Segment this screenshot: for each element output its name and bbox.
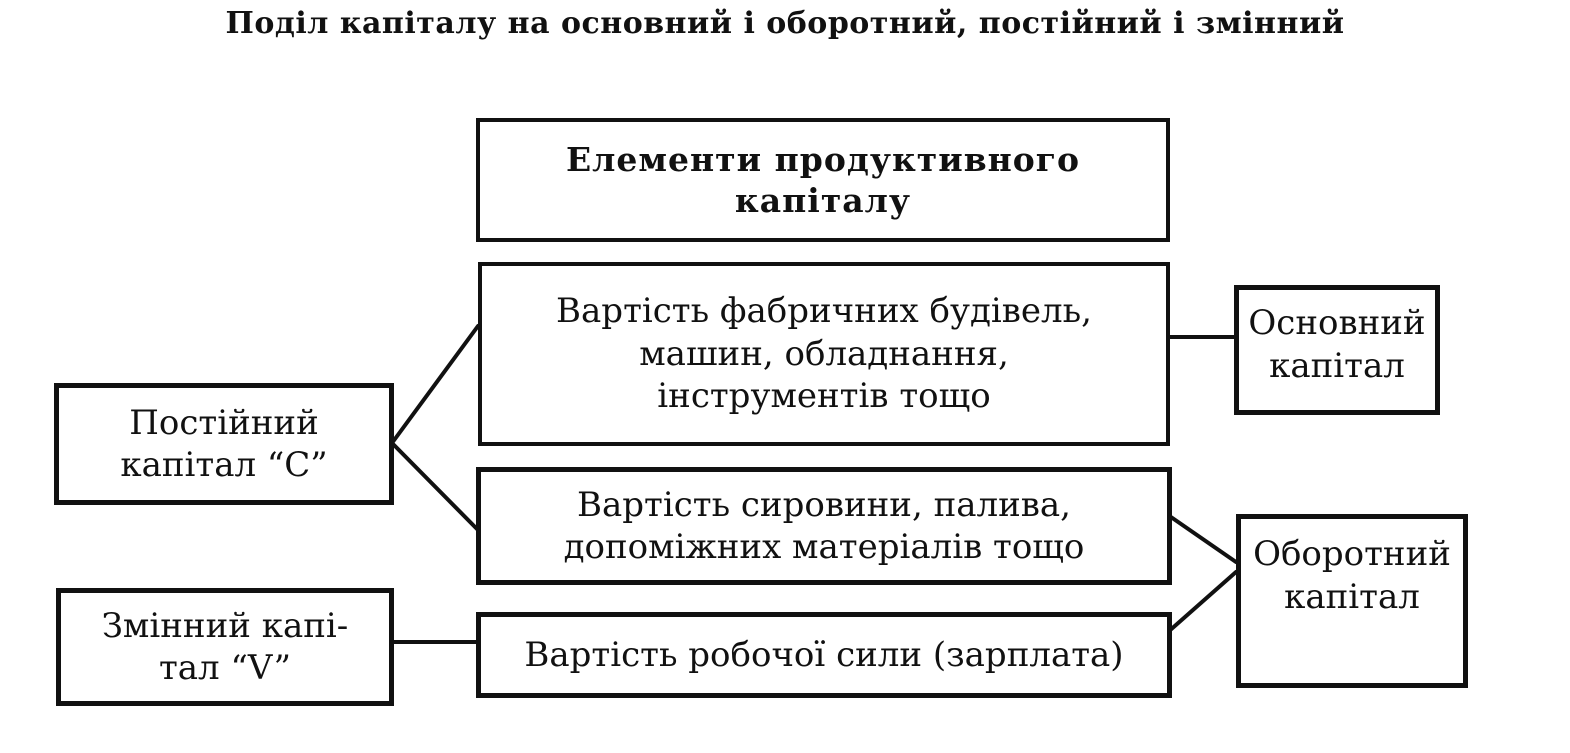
materials-cost-line-2: допоміжних матеріалів тощо	[563, 527, 1085, 567]
diagram-title: Поділ капіталу на основний і оборотний, …	[225, 6, 1345, 41]
connector-labor-to-circulating	[1166, 570, 1238, 634]
variable-capital-line-2: тал “V”	[158, 648, 292, 688]
fixed-capital-line-2: капітал	[1269, 345, 1405, 386]
variable-capital-line-1: Змінний капі-	[101, 605, 349, 646]
connector-materials-to-circulating	[1166, 513, 1238, 564]
constant-capital-box: Постійний капітал “C”	[54, 383, 394, 505]
fixed-capital-line-1: Основний	[1248, 303, 1426, 343]
fixed-assets-cost-line-3: інструментів тощо	[657, 376, 991, 417]
fixed-assets-cost-line-1: Вартість фабричних будівель,	[556, 291, 1092, 332]
fixed-capital-box: Основний капітал	[1234, 285, 1440, 415]
connector-constant-to-fixed-assets	[390, 324, 480, 445]
fixed-assets-cost-box: Вартість фабричних будівель, машин, обла…	[478, 262, 1170, 446]
circulating-capital-box: Оборотний капітал	[1236, 514, 1468, 688]
materials-cost-box: Вартість сировини, палива, допоміжних ма…	[476, 467, 1172, 585]
header-line-1: Елементи продуктивного	[565, 139, 1081, 179]
header-box: Елементи продуктивного капіталу	[476, 118, 1170, 242]
header-line-2: капіталу	[734, 181, 912, 220]
constant-capital-line-1: Постійний	[129, 402, 319, 443]
labor-cost-box: Вартість робочої сили (зарплата)	[476, 612, 1172, 698]
fixed-assets-cost-line-2: машин, обладнання,	[639, 333, 1009, 374]
labor-cost-line-1: Вартість робочої сили (зарплата)	[524, 634, 1124, 675]
connector-constant-to-materials	[390, 441, 480, 532]
constant-capital-line-2: капітал “C”	[120, 445, 328, 485]
circulating-capital-line-2: капітал	[1284, 576, 1420, 617]
materials-cost-line-1: Вартість сировини, палива,	[577, 484, 1071, 525]
variable-capital-box: Змінний капі- тал “V”	[56, 588, 394, 706]
circulating-capital-line-1: Оборотний	[1253, 534, 1451, 574]
